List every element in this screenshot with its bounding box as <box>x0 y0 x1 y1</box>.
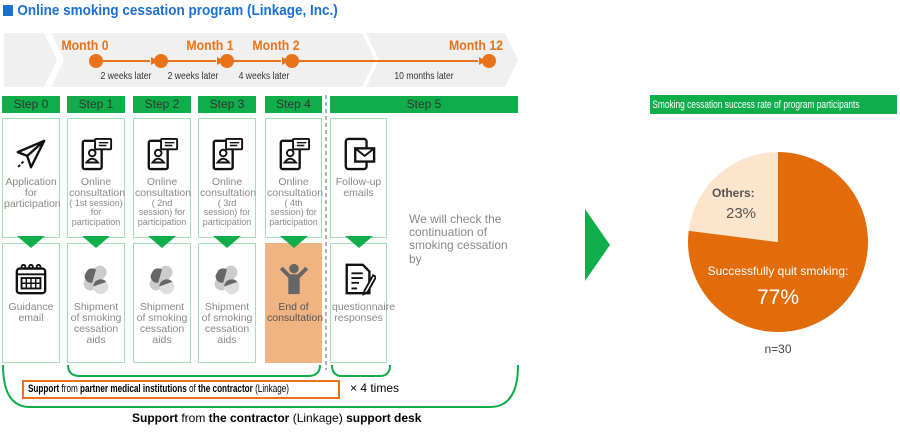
step-arrow-icon <box>148 236 176 248</box>
success-value: 77% <box>756 286 800 309</box>
document-pen-icon <box>345 263 376 296</box>
success-label: Successfully quit smoking: <box>707 264 849 278</box>
desk-support-label: Support from the contractor (Linkage) su… <box>132 411 422 425</box>
partner-bracket <box>67 364 321 377</box>
person-raised-arms-icon <box>279 263 308 295</box>
step-session-text: ( 1st session) for participation <box>69 198 123 227</box>
page-title: Online smoking cessation program (Linkag… <box>3 2 338 19</box>
calendar-icon <box>15 263 47 295</box>
others-value: 23% <box>726 205 757 222</box>
sample-size: n=30 <box>764 342 792 356</box>
pills-icon <box>214 265 240 295</box>
interval-label: 2 weeks later <box>167 70 219 82</box>
month-label: Month 1 <box>186 37 234 53</box>
step-arrow-icon <box>17 236 45 248</box>
phone-chat-icon <box>212 137 244 171</box>
step-bottom-card: Guidance email <box>2 243 60 363</box>
phone-mail-icon <box>344 137 375 171</box>
step-top-text: Application for participation <box>4 176 61 211</box>
title-square-icon <box>3 5 13 16</box>
step-bottom-text: Shipment of smoking cessation aids <box>136 301 188 347</box>
phone-chat-icon <box>147 137 179 171</box>
follow-up-note: We will check the continuation of smokin… <box>409 212 508 266</box>
pie-slice <box>688 152 778 242</box>
chart-title: Smoking cessation success rate of progra… <box>652 99 860 111</box>
pie-chart <box>687 152 868 332</box>
step-top-card: Online consultation( 3rd session) for pa… <box>198 118 256 238</box>
step-bottom-text: Shipment of smoking cessation aids <box>70 301 122 347</box>
step-top-card: Online consultation( 2nd session) for pa… <box>133 118 191 238</box>
step-bottom-text: Shipment of smoking cessation aids <box>201 301 253 347</box>
step-arrow-icon <box>344 236 373 248</box>
paper-plane-icon <box>16 139 46 169</box>
desk-bracket <box>2 364 519 408</box>
step-header: Step 1 <box>67 96 125 113</box>
step-session-text: ( 2nd session) for participation <box>137 198 187 227</box>
step-header: Step 0 <box>2 96 60 113</box>
step-bottom-card: Shipment of smoking cessation aids <box>133 243 191 363</box>
step-header: Step 2 <box>133 96 191 113</box>
pills-icon <box>149 265 175 295</box>
step-top-card: Online consultation( 1st session) for pa… <box>67 118 125 238</box>
step-bottom-card: Shipment of smoking cessation aids <box>198 243 256 363</box>
step-header: Step 3 <box>198 96 256 113</box>
step-session-text: ( 3rd session) for participation <box>202 198 252 227</box>
interval-label: 10 months later <box>394 70 454 82</box>
step-arrow-icon <box>213 236 241 248</box>
partner-support-label: Support from partner medical institution… <box>22 380 340 399</box>
step-bottom-text: Guidance email <box>8 301 54 325</box>
month-label: Month 0 <box>61 37 109 53</box>
step-session-text: ( 4th session) for participation <box>269 198 318 227</box>
step5-bracket <box>331 364 391 377</box>
pills-icon <box>83 265 109 295</box>
timeline-band-start <box>4 33 57 87</box>
step-bottom-text: End of consultation <box>267 301 324 325</box>
interval-label: 2 weeks later <box>100 70 152 82</box>
step-top-text: Online consultation <box>69 176 126 200</box>
step-arrow-icon <box>82 236 110 248</box>
month-label: Month 12 <box>448 37 504 53</box>
step-top-card: Follow-up emails <box>330 118 387 238</box>
step-bottom-text: questionnaire responses <box>332 301 396 325</box>
step-header: Step 4 <box>265 96 322 113</box>
step-top-text: Online consultation <box>135 176 192 200</box>
times-label: × 4 times <box>350 381 400 395</box>
step-top-card: Online consultation( 4th session) for pa… <box>265 118 324 238</box>
step-arrow-icon <box>279 236 308 248</box>
timeline-points <box>89 54 496 68</box>
result-arrow-icon <box>585 209 610 281</box>
month-label: Month 2 <box>252 37 300 53</box>
step-top-text: Online consultation <box>267 176 324 200</box>
step-bottom-card: Shipment of smoking cessation aids <box>67 243 125 363</box>
step-top-text: Online consultation <box>200 176 257 200</box>
step-top-card: Application for participation <box>2 118 61 238</box>
phone-chat-icon <box>81 137 113 171</box>
others-label: Others: <box>712 186 755 200</box>
step-header: Step 5 <box>330 96 518 113</box>
phone-chat-icon <box>279 137 310 171</box>
step-bottom-card: questionnaire responses <box>330 243 396 363</box>
step-bottom-card: End of consultation <box>265 243 324 363</box>
interval-label: 4 weeks later <box>238 70 290 82</box>
chart-title-box: Smoking cessation success rate of progra… <box>650 95 897 114</box>
step-top-text: Follow-up emails <box>335 176 382 200</box>
